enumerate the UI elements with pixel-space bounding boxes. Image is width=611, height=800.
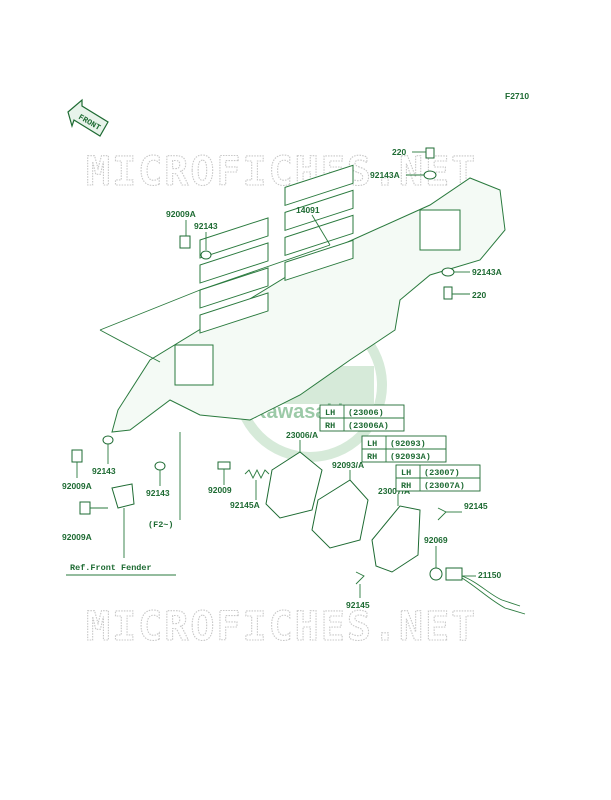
table-23006-lh-side: LH [325,408,335,418]
label-92143A-top: 92143A [370,170,400,180]
side-table-23007: LH (23007) RH (23007A) [395,464,481,492]
table-92093-rh-side: RH [367,452,377,462]
label-92143-left: 92143 [92,466,116,476]
spring-92145-low [355,571,365,585]
bolt-220-right [443,286,453,300]
watermark-top: MICROFICHES.NET [86,149,477,195]
table-23007-lh-side: LH [401,468,411,478]
note-ref-front-fender: Ref.Front Fender [70,563,152,573]
side-table-92093: LH (92093) RH (92093A) [361,435,447,463]
front-arrow-icon: FRONT [67,98,109,137]
table-23006-lh-no: (23006) [348,408,384,418]
label-92143-mid: 92143 [146,488,170,498]
label-92009A-top: 92009A [166,209,196,219]
label-92145A: 92145A [230,500,260,510]
label-21150: 21150 [478,570,501,580]
label-92145-right: 92145 [464,501,488,511]
bulb-92069 [429,567,443,581]
figure-code: F2710 [505,91,529,101]
label-220-top: 220 [392,147,406,157]
label-92093A: 92093/A [332,460,364,470]
ref-front-fender-box: Ref.Front Fender [66,558,176,576]
label-92009A-low: 92009A [62,532,92,542]
table-23006-rh-side: RH [325,421,335,431]
washer-92143-mid [154,461,166,471]
side-table-23006: LH (23006) RH (23006A) [319,404,405,432]
washer-92143-left [102,435,114,445]
table-92093-lh-no: (92093) [390,439,426,449]
bolt-92009A-low [79,501,91,515]
table-23007-lh-no: (23007) [424,468,460,478]
label-92069: 92069 [424,535,448,545]
spring-92145-right [437,507,447,521]
headlight-23007 [371,505,421,573]
label-92143A-right: 92143A [472,267,502,277]
bolt-220-top [425,147,435,159]
label-92143-top: 92143 [194,221,218,231]
washer-92143A-top [423,170,437,180]
spring-92145A [244,468,270,480]
label-220-right: 220 [472,290,486,300]
table-23007-rh-side: RH [401,481,411,491]
label-23007A: 23007/A [378,486,410,496]
bolt-92009A-left [71,449,83,463]
socket-21150 [445,567,526,615]
label-92009: 92009 [208,485,232,495]
washer-92143-top [200,250,212,260]
washer-92143A-right [441,267,455,277]
bolt-92009A-top [179,235,191,249]
gasket-92093 [311,479,369,549]
table-92093-lh-side: LH [367,439,377,449]
table-23007-rh-no: (23007A) [424,481,465,491]
table-23006-rh-no: (23006A) [348,421,389,431]
headlight-cover-14091 [99,164,506,433]
bracket-f2 [111,483,135,509]
label-14091: 14091 [296,205,320,215]
label-92009A-left: 92009A [62,481,92,491]
table-92093-rh-no: (92093A) [390,452,431,462]
screw-92009 [217,461,231,470]
watermark-bottom: MICROFICHES.NET [86,604,477,650]
note-f2: (F2~) [148,520,174,530]
leader-lines [76,151,476,598]
label-23006A: 23006/A [286,430,318,440]
label-92145-low: 92145 [346,600,370,610]
